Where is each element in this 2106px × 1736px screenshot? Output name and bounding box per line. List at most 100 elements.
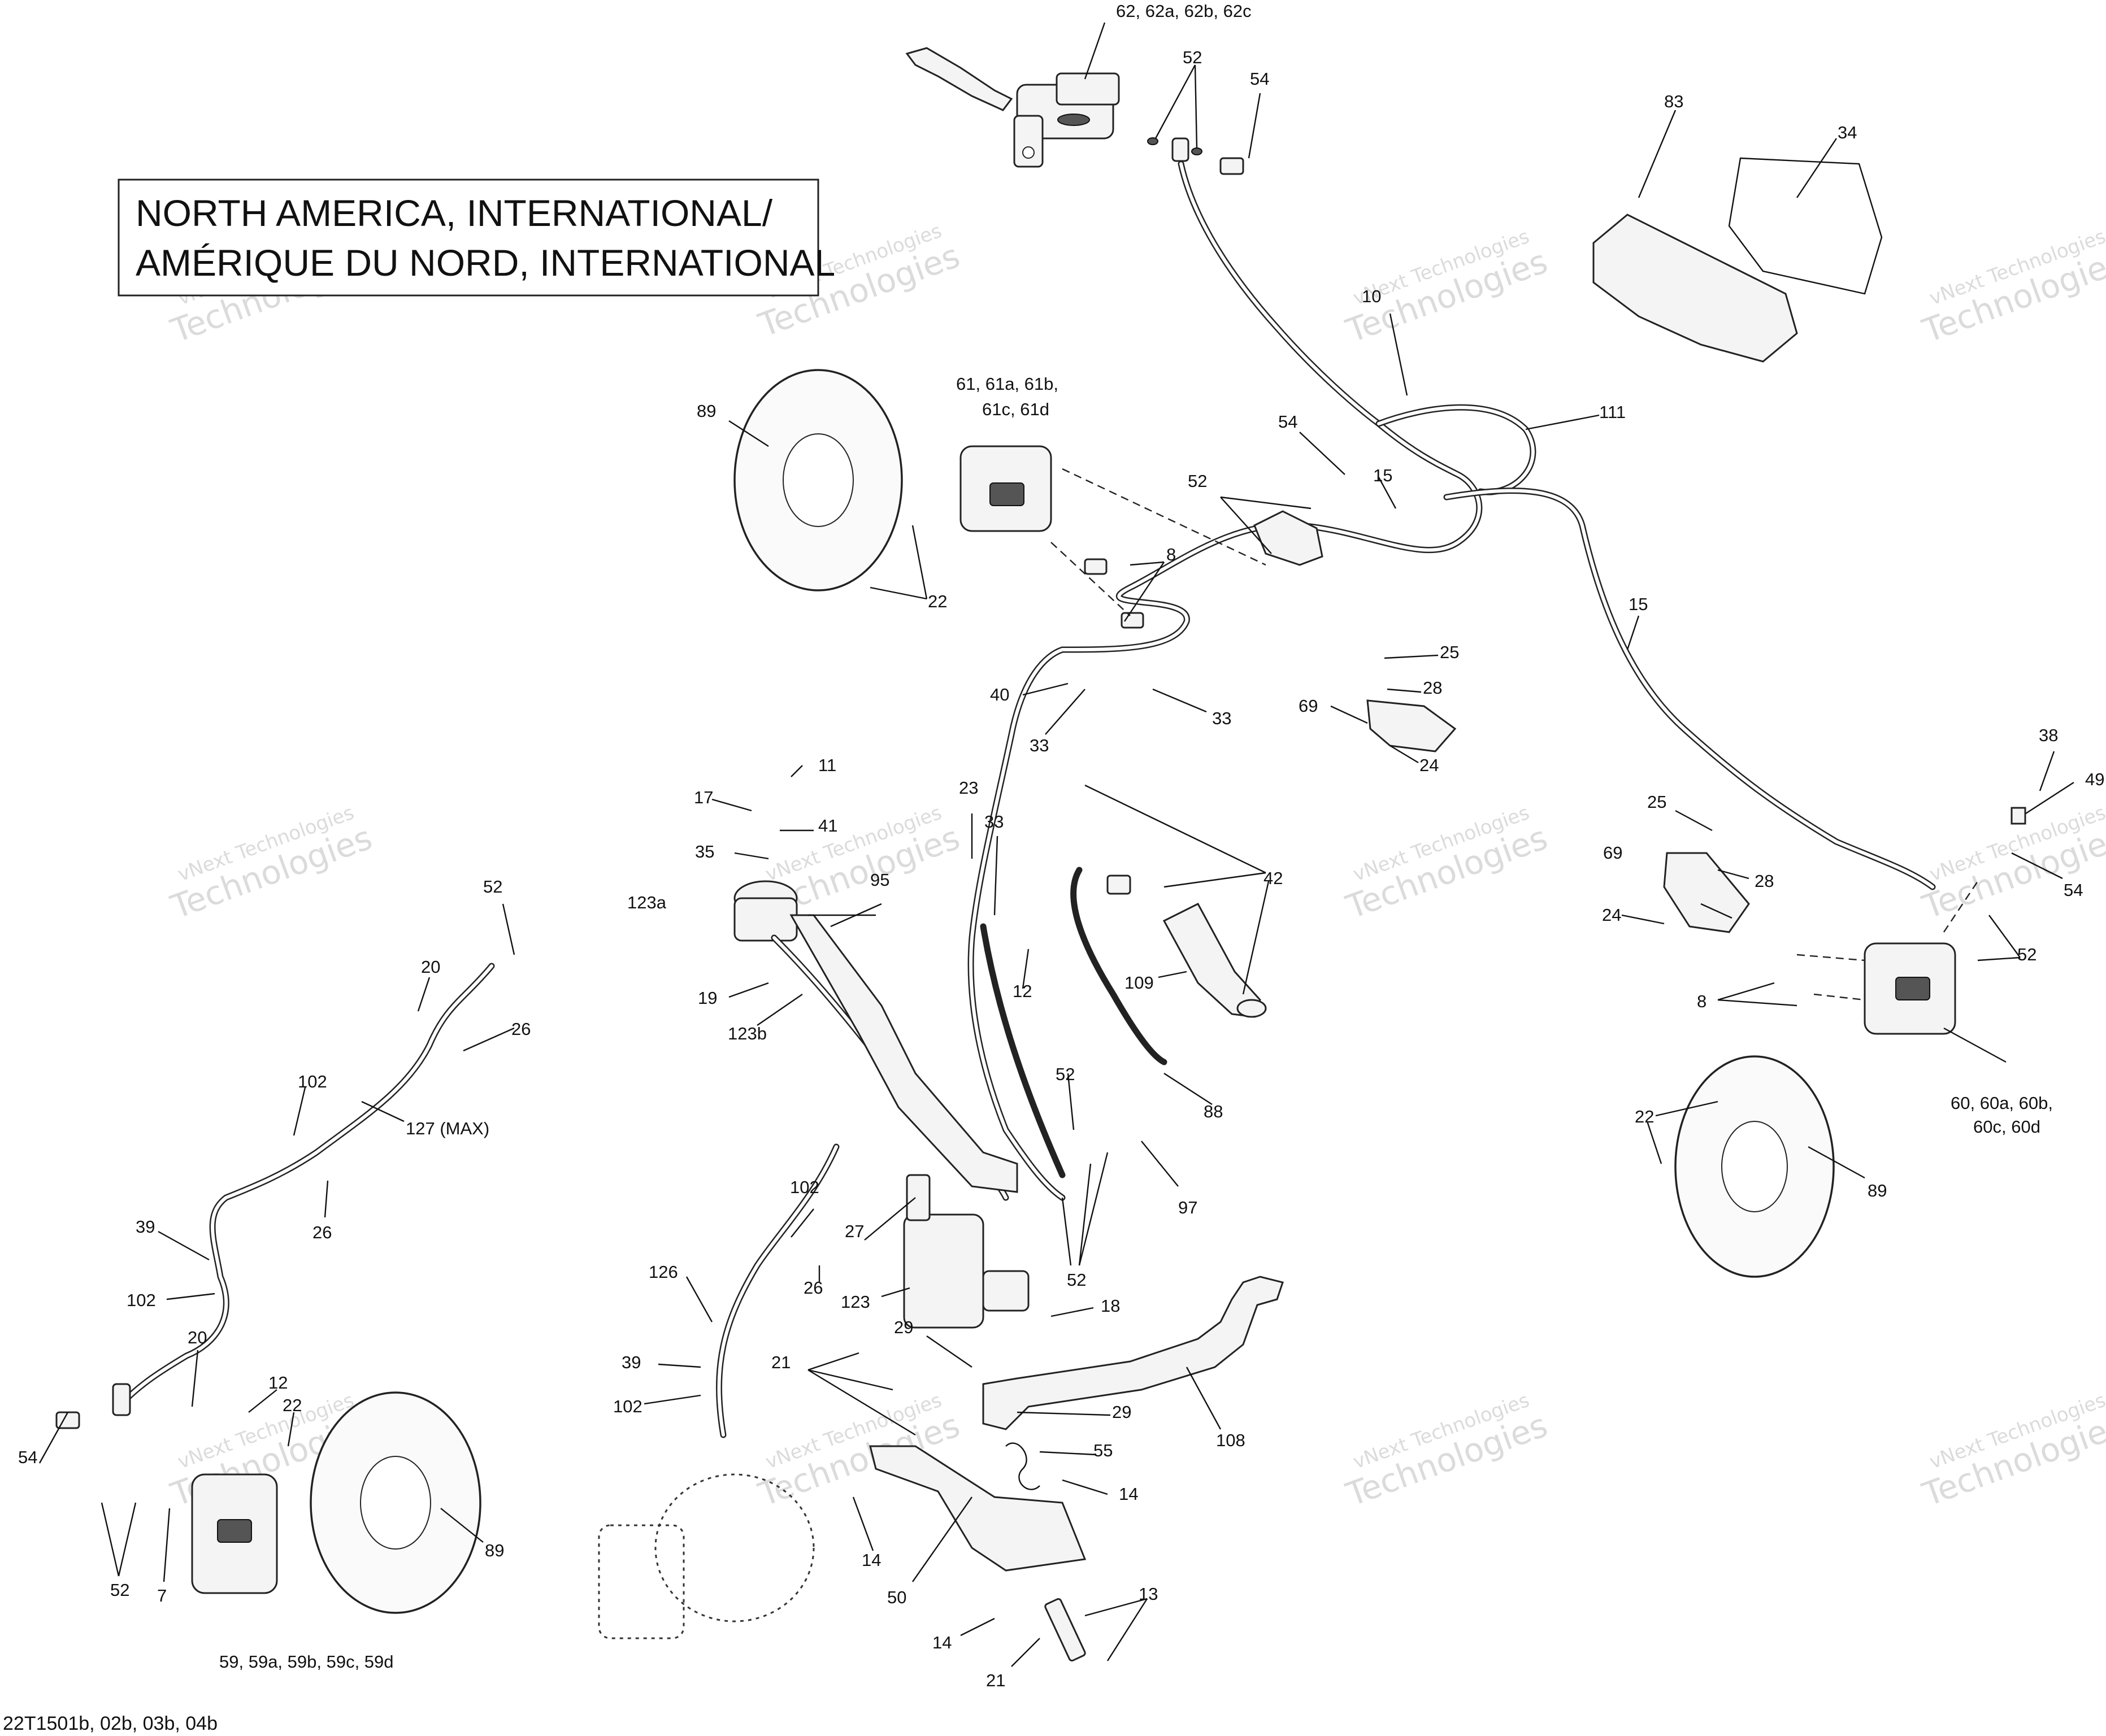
callout-52: 52 xyxy=(1183,47,1202,67)
callout-61-line1: 61, 61a, 61b, xyxy=(956,374,1058,394)
callout-52: 52 xyxy=(483,877,502,897)
sensor-wire-109 xyxy=(1070,867,1167,1065)
reservoir-cap xyxy=(1056,72,1120,106)
callout-15: 15 xyxy=(1373,465,1392,485)
callout-26: 26 xyxy=(312,1222,332,1242)
pedal-108 xyxy=(982,1276,1284,1430)
guard-69-b xyxy=(1663,852,1750,933)
callout-34: 34 xyxy=(1838,123,1857,142)
callout-22: 22 xyxy=(928,591,947,611)
callout-12: 12 xyxy=(268,1373,288,1393)
callout-20: 20 xyxy=(421,957,440,977)
brake-pedal-assembly xyxy=(869,1276,1284,1662)
clip-49 xyxy=(2011,807,2026,825)
front-left-brake xyxy=(733,369,1266,629)
caliper-bolt xyxy=(1084,558,1108,575)
sensor-parts xyxy=(1106,874,1267,1018)
callout-54: 54 xyxy=(18,1447,37,1467)
callout-7: 7 xyxy=(157,1586,167,1606)
pushrod-27 xyxy=(906,1174,931,1221)
callout-12: 12 xyxy=(1013,981,1032,1001)
callout-35: 35 xyxy=(695,842,714,862)
watermarks: vNext Technologies Technologies vNext Te… xyxy=(166,219,2106,1514)
callout-97: 97 xyxy=(1178,1198,1197,1217)
callout-111: 111 xyxy=(1599,402,1626,422)
callout-labels: 62, 62a, 62b, 62c 52 54 83 34 10 111 61,… xyxy=(18,1,2104,1690)
callout-52: 52 xyxy=(1067,1270,1086,1290)
bracket-and-gasket xyxy=(1592,157,1883,363)
disc-hub xyxy=(1721,1121,1788,1212)
vent-hose-95 xyxy=(789,914,1018,1193)
callout-33: 33 xyxy=(1030,736,1049,755)
callout-39: 39 xyxy=(136,1217,155,1237)
callout-38: 38 xyxy=(2039,725,2058,745)
callout-29: 29 xyxy=(1112,1402,1131,1422)
banjo-fitting xyxy=(1171,137,1189,162)
callout-54: 54 xyxy=(2064,880,2083,900)
connector xyxy=(1106,874,1131,895)
callout-69: 69 xyxy=(1299,696,1318,716)
callout-52: 52 xyxy=(2017,945,2036,964)
front-right-brake xyxy=(1674,881,1978,1278)
callout-14: 14 xyxy=(932,1633,952,1652)
callout-60-line2: 60c, 60d xyxy=(1973,1117,2040,1137)
handlebar-master-cylinder xyxy=(905,47,1244,175)
callout-19: 19 xyxy=(698,988,717,1008)
callout-23: 23 xyxy=(959,778,978,798)
region-title-box: NORTH AMERICA, INTERNATIONAL/ AMÉRIQUE D… xyxy=(118,179,835,297)
grommet xyxy=(1236,999,1267,1018)
callout-123a: 123a xyxy=(627,893,667,912)
callout-33: 33 xyxy=(1212,708,1231,728)
callout-49: 49 xyxy=(2085,769,2104,789)
callout-39: 39 xyxy=(622,1352,641,1372)
disc-hub xyxy=(783,433,854,527)
center-junction xyxy=(1253,510,2026,933)
callout-28: 28 xyxy=(1755,871,1774,891)
pedal-bracket-50 xyxy=(869,1445,1087,1572)
callout-123: 123 xyxy=(841,1292,870,1312)
callout-95: 95 xyxy=(870,870,889,890)
return-spring-55 xyxy=(1005,1442,1040,1490)
leader-lines xyxy=(38,22,2074,1667)
callout-89: 89 xyxy=(697,401,716,421)
callout-61-line2: 61c, 61d xyxy=(982,399,1049,419)
callout-11: 11 xyxy=(818,755,836,775)
callout-109: 109 xyxy=(1124,973,1154,993)
callout-89: 89 xyxy=(1868,1181,1887,1200)
caliper-piston xyxy=(217,1519,252,1543)
callout-102: 102 xyxy=(613,1396,642,1416)
callout-25: 25 xyxy=(1647,792,1666,812)
bracket-83 xyxy=(1592,214,1798,363)
callout-22: 22 xyxy=(1635,1107,1654,1126)
gasket-34 xyxy=(1728,157,1883,295)
junction-bracket xyxy=(1253,510,1323,566)
brake-lever xyxy=(905,47,1013,111)
callout-14: 14 xyxy=(862,1550,881,1570)
callout-13: 13 xyxy=(1139,1584,1158,1604)
left-rear-brake xyxy=(55,1383,481,1614)
crush-washer xyxy=(1147,137,1158,145)
caliper-piston xyxy=(989,482,1024,506)
callout-108: 108 xyxy=(1216,1430,1245,1450)
callout-126: 126 xyxy=(649,1262,678,1282)
mc-mount xyxy=(982,1270,1030,1312)
clamp-half xyxy=(1013,115,1044,168)
callout-26: 26 xyxy=(804,1278,823,1298)
title-line-1: NORTH AMERICA, INTERNATIONAL/ xyxy=(136,192,773,234)
callout-15: 15 xyxy=(1629,594,1648,614)
callout-89: 89 xyxy=(485,1541,504,1560)
callout-8: 8 xyxy=(1697,991,1706,1011)
reservoir-body xyxy=(733,897,798,942)
sight-glass xyxy=(1057,114,1090,126)
callout-123b: 123b xyxy=(728,1024,767,1043)
master-cylinder-123 xyxy=(903,1213,984,1329)
callout-20: 20 xyxy=(188,1328,207,1347)
callout-88: 88 xyxy=(1204,1102,1223,1121)
callout-10: 10 xyxy=(1362,286,1381,306)
banjo-bolt xyxy=(1219,157,1244,175)
title-frame xyxy=(118,179,819,297)
callout-69: 69 xyxy=(1603,843,1622,863)
clamp-bolt xyxy=(1022,146,1035,159)
callout-102: 102 xyxy=(298,1072,327,1091)
callout-40: 40 xyxy=(990,685,1009,704)
